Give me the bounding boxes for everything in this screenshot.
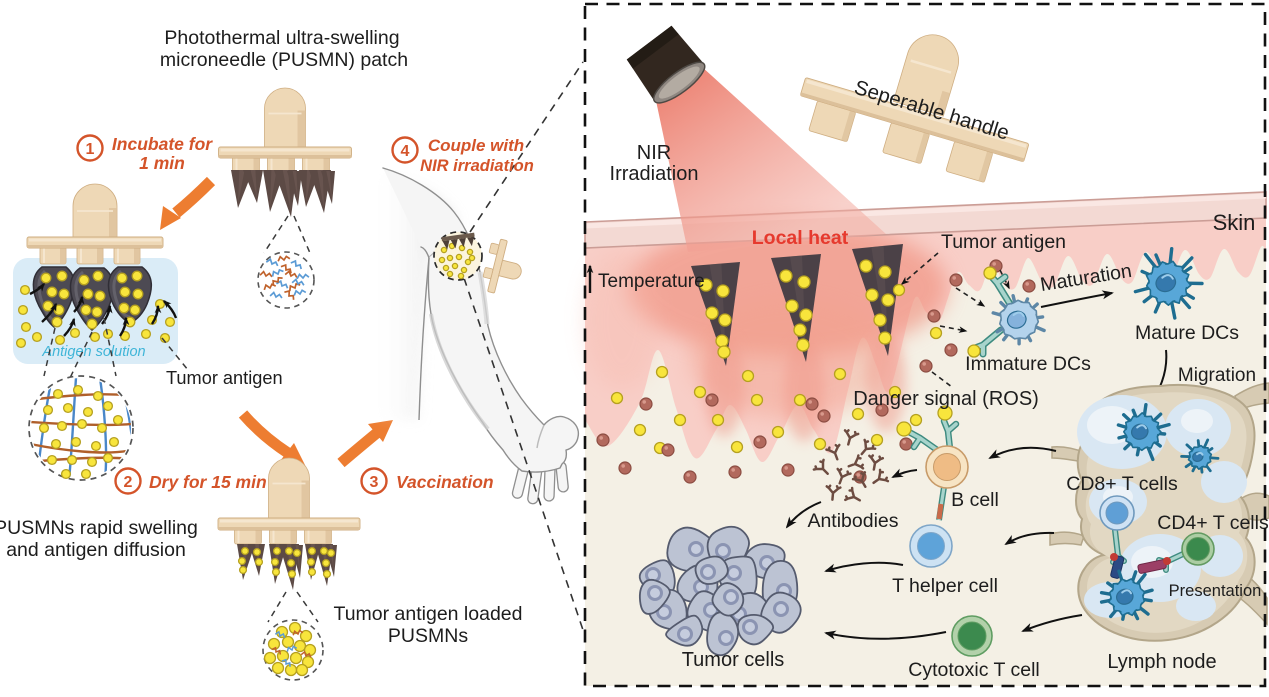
svg-text:Dry for 15 min: Dry for 15 min — [149, 472, 267, 492]
svg-text:Cytotoxic T cell: Cytotoxic T cell — [908, 659, 1040, 681]
svg-text:Skin: Skin — [1213, 210, 1256, 235]
svg-text:Couple with: Couple with — [428, 136, 524, 155]
svg-text:Danger signal (ROS): Danger signal (ROS) — [853, 388, 1039, 410]
svg-text:Antibodies: Antibodies — [807, 510, 898, 532]
svg-text:Lymph node: Lymph node — [1107, 651, 1216, 673]
svg-text:Incubate for: Incubate for — [112, 134, 213, 154]
svg-text:Temperature: Temperature — [598, 271, 705, 292]
svg-text:Local heat: Local heat — [752, 227, 849, 249]
svg-text:4: 4 — [401, 143, 410, 160]
svg-text:and antigen diffusion: and antigen diffusion — [6, 539, 186, 561]
svg-text:Mature DCs: Mature DCs — [1135, 322, 1239, 344]
svg-text:Vaccination: Vaccination — [396, 472, 494, 492]
svg-text:Tumor antigen: Tumor antigen — [166, 368, 283, 388]
svg-text:PUSMNs rapid swelling: PUSMNs rapid swelling — [0, 517, 198, 539]
svg-text:Immature DCs: Immature DCs — [965, 353, 1091, 375]
svg-text:Tumor antigen loaded: Tumor antigen loaded — [334, 603, 523, 625]
svg-text:B cell: B cell — [951, 489, 999, 511]
svg-text:NIR: NIR — [637, 142, 671, 164]
svg-text:Tumor antigen: Tumor antigen — [941, 231, 1066, 253]
svg-text:microneedle (PUSMN) patch: microneedle (PUSMN) patch — [160, 49, 408, 71]
svg-text:1 min: 1 min — [139, 153, 185, 173]
svg-text:3: 3 — [370, 474, 379, 491]
svg-text:T helper cell: T helper cell — [892, 575, 998, 597]
svg-text:2: 2 — [124, 474, 133, 491]
svg-text:Tumor cells: Tumor cells — [682, 649, 785, 671]
svg-text:Migration: Migration — [1178, 365, 1256, 386]
svg-text:CD4+ T cells: CD4+ T cells — [1157, 512, 1269, 534]
svg-text:Photothermal ultra-swelling: Photothermal ultra-swelling — [164, 27, 399, 49]
svg-text:Antigen solution: Antigen solution — [41, 344, 145, 360]
svg-text:CD8+ T cells: CD8+ T cells — [1066, 473, 1178, 495]
svg-text:NIR irradiation: NIR irradiation — [420, 157, 534, 175]
svg-text:Irradiation: Irradiation — [610, 163, 699, 185]
svg-text:PUSMNs: PUSMNs — [388, 625, 468, 647]
svg-text:Presentation: Presentation — [1169, 582, 1262, 600]
svg-text:1: 1 — [86, 141, 95, 158]
